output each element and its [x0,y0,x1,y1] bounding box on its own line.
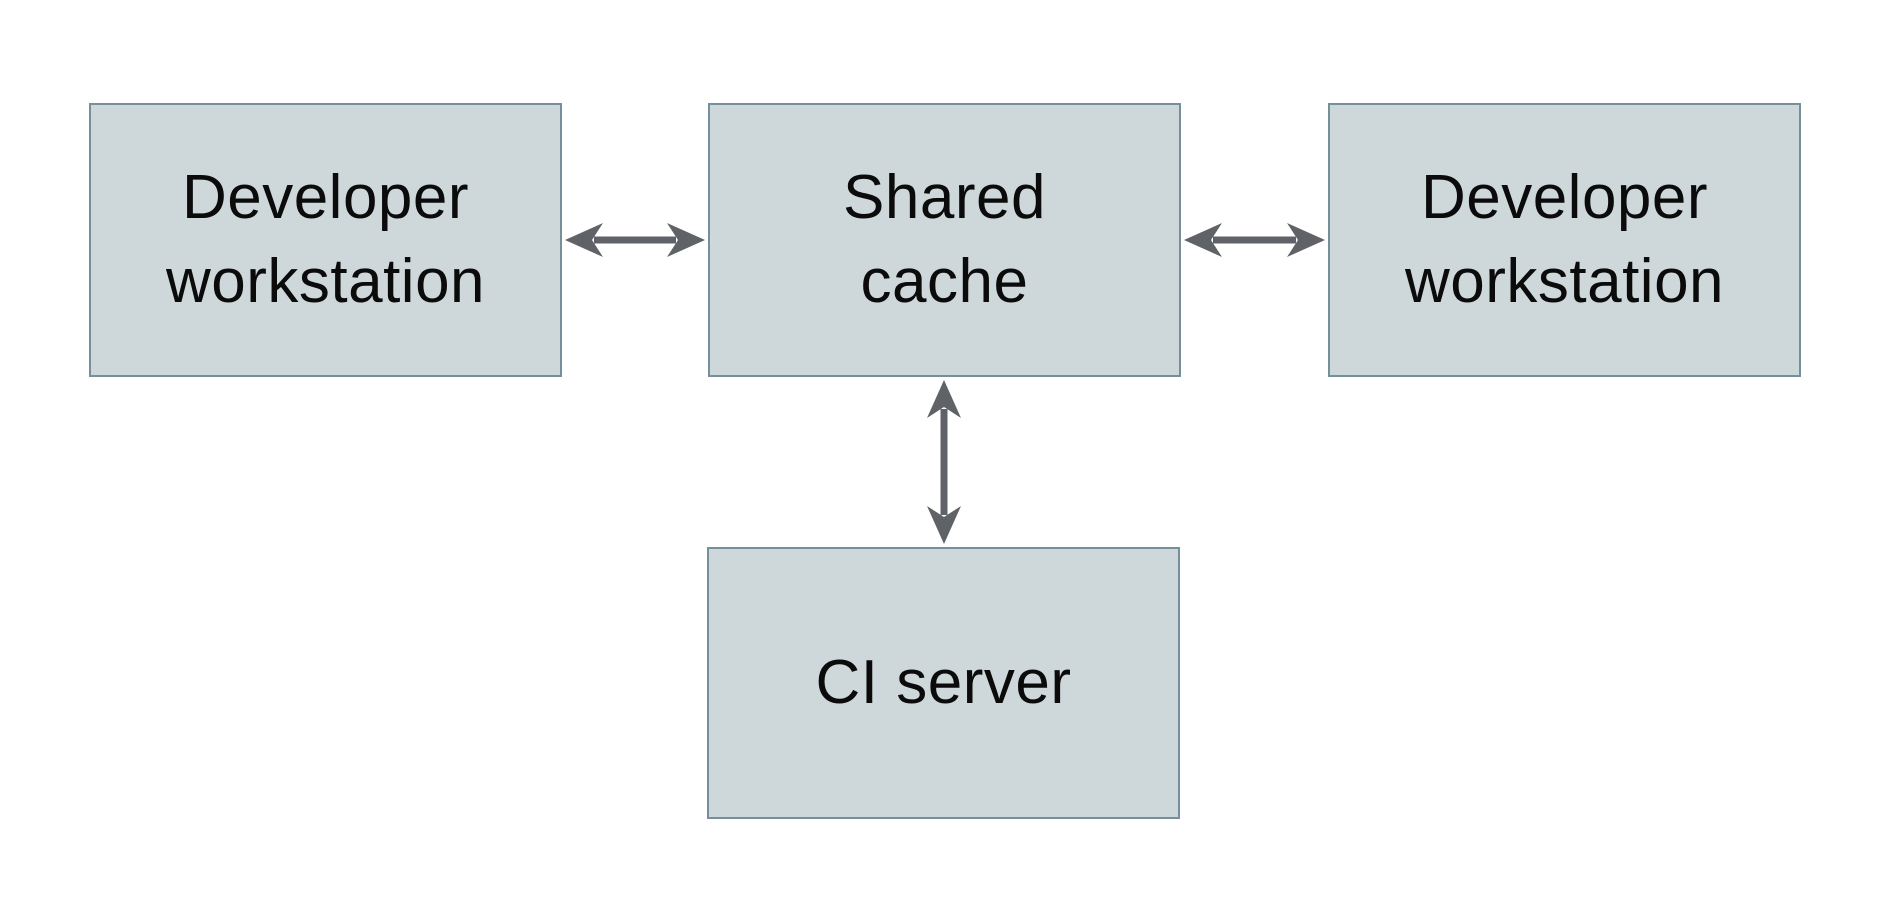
node-label-developer-workstation-left: Developer workstation [165,163,486,316]
node-label-shared-cache: Shared cache [843,163,1046,316]
node-developer-workstation-right: Developer workstation [1328,103,1801,377]
bidirectional-arrow-cache-to-ci-server [927,380,961,544]
node-developer-workstation-left: Developer workstation [89,103,562,377]
bidirectional-arrow-workstation-left-to-cache [565,223,705,257]
node-label-ci-server: CI server [815,648,1072,717]
node-shared-cache: Shared cache [708,103,1181,377]
node-label-developer-workstation-right: Developer workstation [1404,163,1725,316]
bidirectional-arrow-cache-to-workstation-right [1184,223,1325,257]
node-ci-server: CI server [707,547,1180,819]
